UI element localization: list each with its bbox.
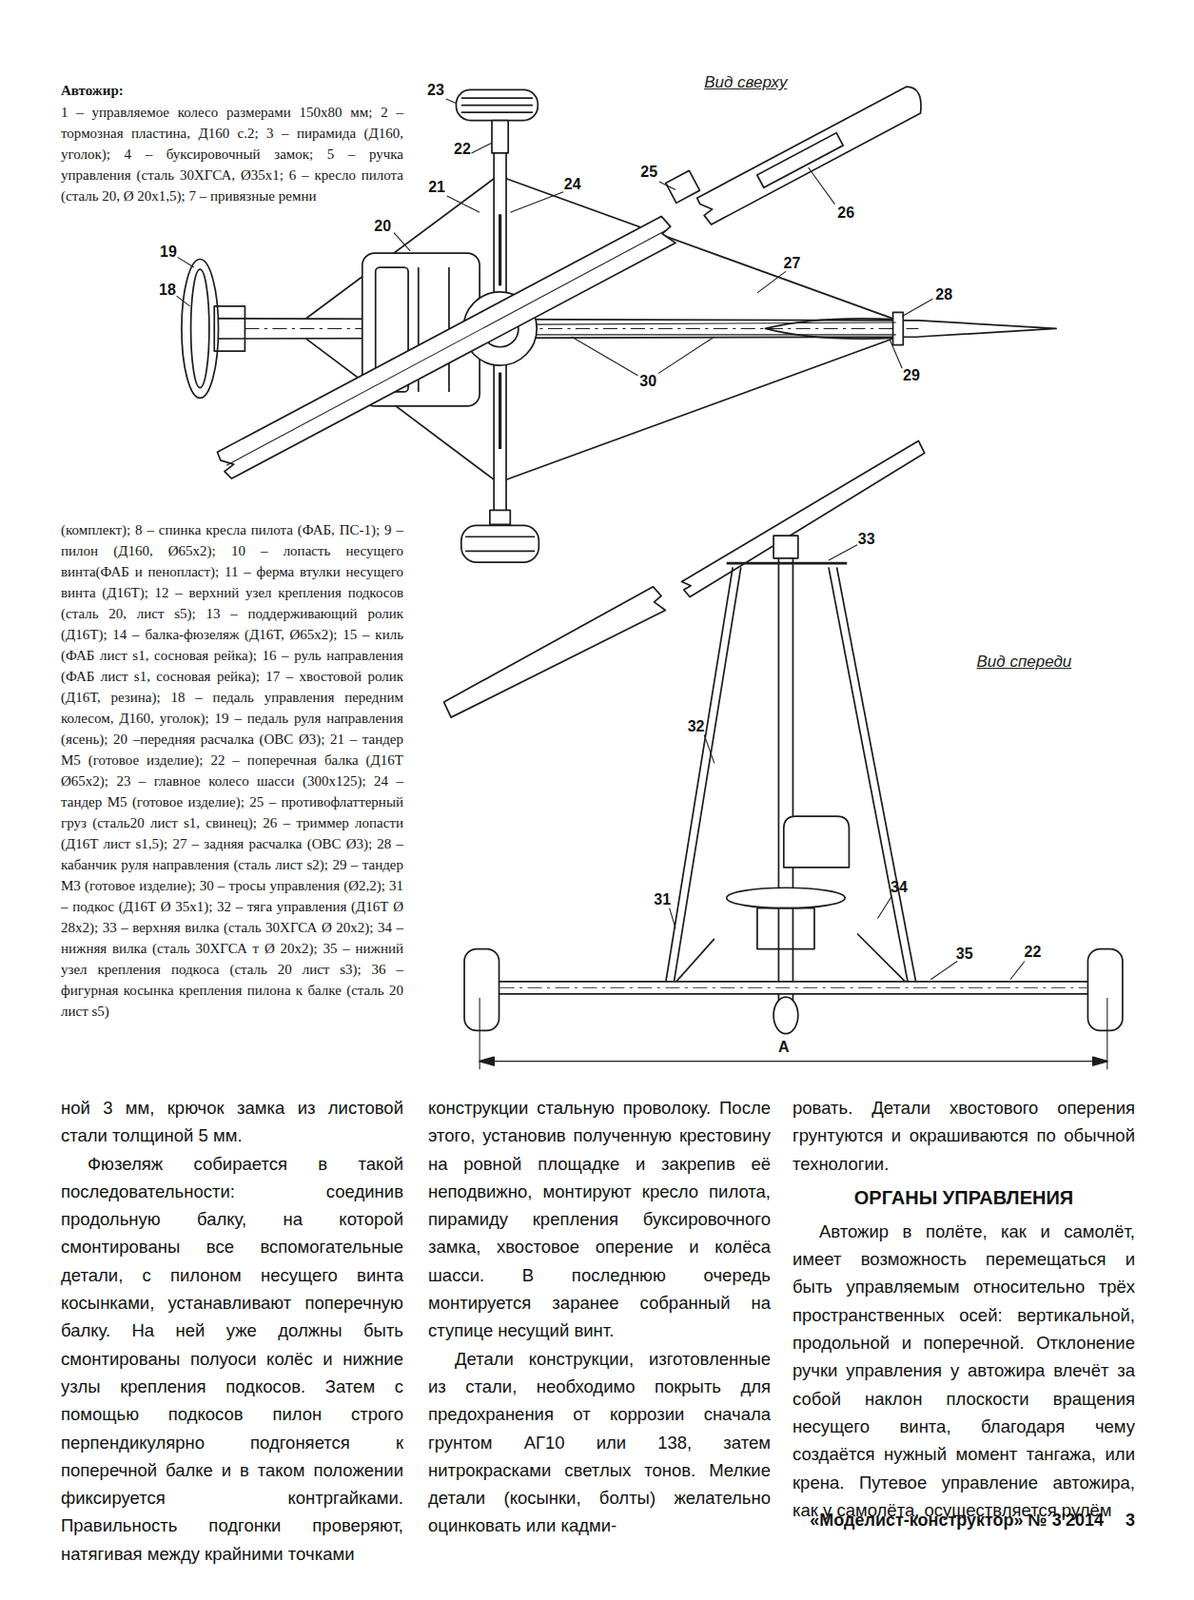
- callout-number: 27: [782, 254, 801, 273]
- callout-number: 33: [858, 530, 876, 549]
- text-column: ровать. Детали хвостового оперения грунт…: [792, 1094, 1136, 1525]
- text-column: конструкции стальную проволоку. После эт…: [428, 1094, 771, 1541]
- callout-number: 29: [902, 367, 920, 385]
- callout-number: 20: [373, 217, 392, 235]
- text-column: ной 3 мм, крючок замка из листовой стали…: [60, 1094, 404, 1568]
- body-paragraph: Автожир в полёте, как и самолёт, имеет в…: [792, 1217, 1136, 1525]
- body-paragraph: ровать. Детали хвостового оперения грунт…: [792, 1094, 1136, 1178]
- callout-number: 28: [935, 286, 953, 304]
- callout-number: 22: [1024, 943, 1042, 961]
- callout-number: 21: [428, 178, 446, 196]
- front-view: [444, 440, 1123, 1070]
- callout-number: 24: [564, 176, 582, 194]
- callout-number: 25: [640, 163, 658, 181]
- callout-number: 34: [890, 879, 908, 897]
- magazine-footer: «Моделист-конструктор» № 3'2014: [809, 1509, 1104, 1531]
- callout-number: 18: [158, 281, 177, 299]
- body-paragraph: конструкции стальную проволоку. После эт…: [428, 1094, 771, 1346]
- callout-number: 23: [427, 81, 445, 99]
- callout-number: 19: [159, 243, 177, 261]
- callout-number: 30: [639, 372, 657, 391]
- parts-list: (комплект); 8 – спинка кресла пилота (ФА…: [60, 519, 404, 1022]
- legend-heading: Автожир:: [60, 79, 404, 101]
- callout-number: 26: [837, 204, 855, 222]
- callout-number: 35: [956, 945, 974, 963]
- body-paragraph: Фюзеляж собирается в такой последователь…: [60, 1150, 404, 1568]
- callout-number: 31: [653, 891, 671, 909]
- body-paragraph: ной 3 мм, крючок замка из листовой стали…: [60, 1094, 404, 1151]
- page-number: 3: [1125, 1509, 1136, 1531]
- callout-number: 22: [453, 140, 471, 158]
- parts-list: 1 – управляемое колесо размерами 150х80 …: [60, 101, 404, 207]
- callout-number: 32: [687, 718, 705, 736]
- dimension-label: А: [775, 1038, 793, 1057]
- view-title: Вид спереди: [977, 652, 1073, 672]
- view-title: Вид сверху: [704, 73, 787, 93]
- section-heading: ОРГАНЫ УПРАВЛЕНИЯ: [792, 1185, 1136, 1211]
- body-paragraph: Детали конструкции, изготовленные из ста…: [428, 1345, 771, 1541]
